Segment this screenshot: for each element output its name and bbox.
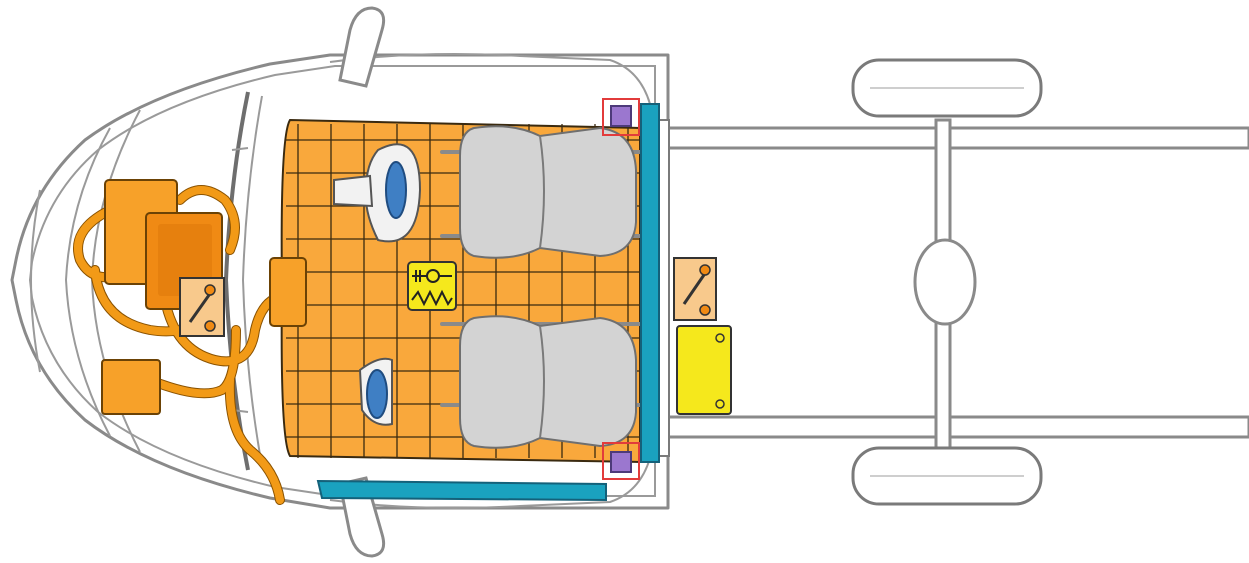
seat-driver — [459, 125, 637, 259]
seats — [440, 125, 654, 449]
chassis — [658, 58, 1249, 506]
firewall-connector — [269, 257, 307, 327]
differential — [913, 238, 977, 326]
rear-cab-blue-strip — [640, 103, 660, 463]
upper-frame-rail — [658, 126, 1249, 150]
door-sill-blue-strip — [316, 479, 607, 502]
fuse-panel-icon — [179, 277, 225, 337]
fuse-panel-icon — [673, 257, 717, 321]
sensor-icon — [602, 442, 640, 480]
sensor-icon — [602, 98, 640, 136]
cab-outer-shell — [10, 53, 670, 510]
aux-module — [101, 359, 161, 415]
engine-harness — [73, 179, 307, 505]
heater-resistor-icon — [407, 261, 457, 311]
cab-body — [10, 6, 670, 558]
lower-frame-rail — [658, 415, 1249, 439]
seat-passenger — [459, 315, 637, 449]
steering-wheel-icon — [333, 143, 422, 243]
battery-module-icon — [676, 325, 732, 415]
passenger-footwell-lamp-icon — [358, 357, 393, 426]
mirror-upper — [338, 6, 386, 88]
